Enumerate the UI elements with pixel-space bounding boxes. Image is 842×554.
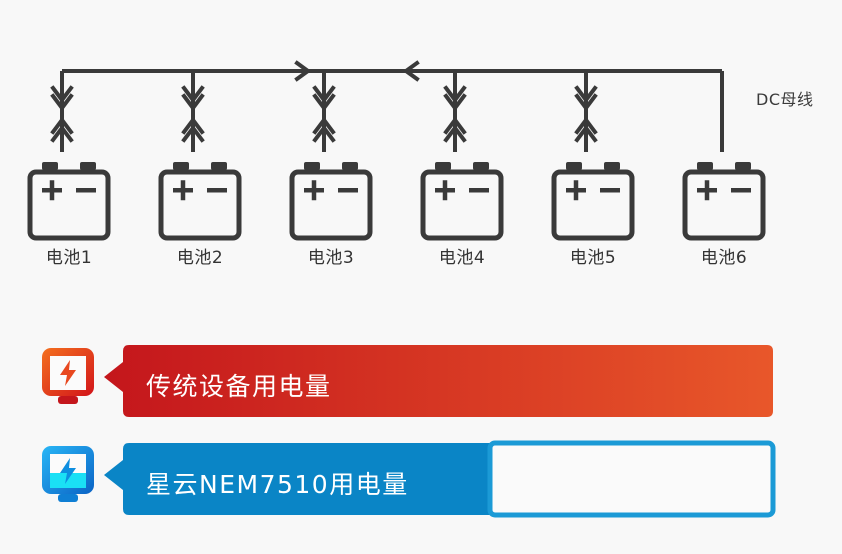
branch-arrow-up-icon-4 — [443, 124, 467, 143]
comparison-row-legacy: 传统设备用电量 — [0, 338, 842, 424]
branch-arrow-down-icon-5b — [574, 93, 598, 112]
battery-icon — [420, 162, 504, 241]
nebula-bar-savings — [487, 440, 776, 518]
nebula-bar-fill — [104, 443, 490, 515]
battery-icon — [551, 162, 635, 241]
branch-arrow-down-icon-4b — [443, 93, 467, 112]
battery-icon — [289, 162, 373, 241]
branch-arrow-down-icon-4 — [443, 85, 467, 104]
battery-item-6: 电池6 — [664, 160, 784, 268]
branch-arrow-down-icon-2b — [181, 93, 205, 112]
dc-bus-label: DC母线 — [756, 90, 814, 109]
nebula-bar: 星云NEM7510用电量 — [104, 436, 804, 522]
branch-arrow-down-icon-5 — [574, 85, 598, 104]
battery-icon — [682, 162, 766, 241]
battery-label: 电池2 — [176, 248, 224, 268]
branch-arrow-down-icon-3 — [312, 85, 336, 104]
battery-label: 电池6 — [700, 248, 748, 268]
battery-icon — [27, 162, 111, 241]
branch-arrow-up-icon-4b — [443, 116, 467, 135]
branch-arrow-up-icon-3 — [312, 124, 336, 143]
nebula-bar-shape — [104, 440, 776, 518]
legacy-bar-shape — [104, 345, 773, 417]
branch-arrow-up-icon-3b — [312, 116, 336, 135]
branch-arrow-down-icon-3b — [312, 93, 336, 112]
battery-label: 电池1 — [45, 248, 93, 268]
battery-label: 电池4 — [438, 248, 486, 268]
branch-arrow-down-icon-1 — [50, 85, 74, 104]
branch-arrow-up-icon-1 — [50, 124, 74, 143]
battery-item-3: 电池3 — [271, 160, 391, 268]
comparison-row-nebula: 星云NEM7510用电量 — [0, 436, 842, 522]
battery-label: 电池5 — [569, 248, 617, 268]
branch-arrow-up-icon-2b — [181, 116, 205, 135]
branch-arrow-up-icon-2 — [181, 124, 205, 143]
legacy-bar: 传统设备用电量 — [104, 338, 804, 424]
branch-arrow-up-icon-5 — [574, 124, 598, 143]
bus-chevron-left-icon — [402, 60, 420, 82]
branch-arrow-down-icon-2 — [181, 85, 205, 104]
battery-label: 电池3 — [307, 248, 355, 268]
branch-arrow-up-icon-5b — [574, 116, 598, 135]
bus-chevron-right-icon — [294, 60, 312, 82]
power-device-icon — [42, 348, 94, 404]
battery-icon — [158, 162, 242, 241]
branch-arrow-down-icon-1b — [50, 93, 74, 112]
battery-item-5: 电池5 — [533, 160, 653, 268]
power-device-icon — [42, 446, 94, 502]
battery-item-2: 电池2 — [140, 160, 260, 268]
dc-bus-circuit — [50, 60, 724, 152]
battery-item-1: 电池1 — [9, 160, 129, 268]
battery-item-4: 电池4 — [402, 160, 522, 268]
branch-arrow-up-icon-1b — [50, 116, 74, 135]
